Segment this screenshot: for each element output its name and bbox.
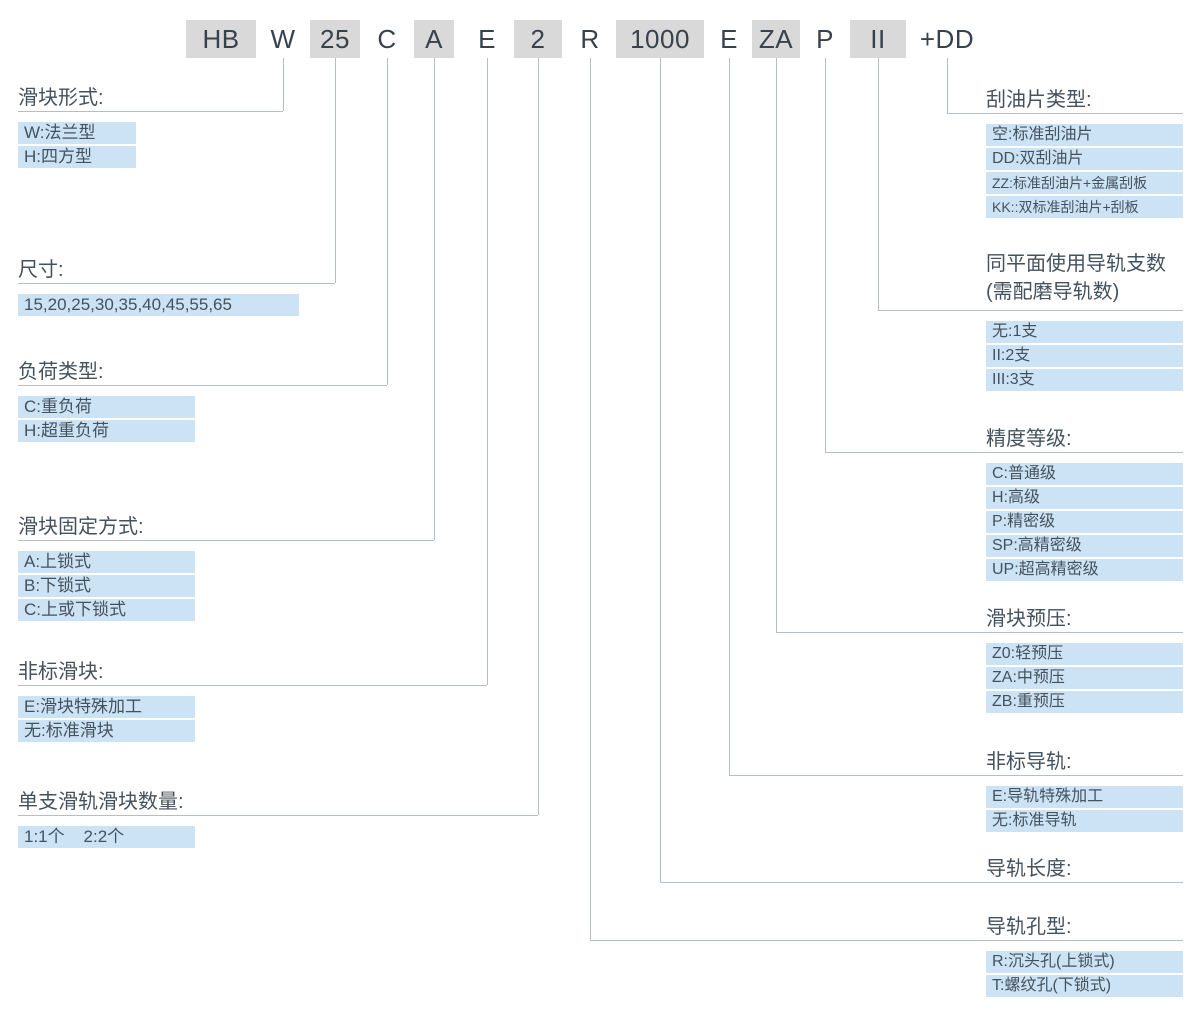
- section-title: 非标滑块:: [18, 661, 104, 683]
- code-segment-preload: ZA: [752, 20, 800, 58]
- connector-hline-nonstd-rail: [729, 775, 1183, 776]
- section-title-line-2: (需配磨导轨数): [986, 281, 1120, 303]
- option-item: ZB:重预压: [986, 691, 1183, 713]
- option-item: 空:标准刮油片: [986, 124, 1183, 146]
- connector-hline-slider-form: [18, 111, 283, 112]
- option-item: 无:标准滑块: [18, 720, 195, 742]
- connector-vline-size: [335, 58, 336, 283]
- option-item: A:上锁式: [18, 551, 195, 573]
- section-title: 刮油片类型:: [986, 89, 1092, 111]
- connector-hline-slider-count: [18, 815, 538, 816]
- option-item: P:精密级: [986, 511, 1183, 533]
- option-item: E:滑块特殊加工: [18, 696, 195, 718]
- connector-vline-slider-form: [283, 58, 284, 111]
- connector-hline-hole-type: [590, 940, 1183, 941]
- option-item: B:下锁式: [18, 575, 195, 597]
- section-title: 滑块固定方式:: [18, 516, 144, 538]
- code-segment-wiper: +DD: [919, 23, 975, 54]
- option-item: C:上或下锁式: [18, 599, 195, 621]
- connector-hline-wiper: [947, 113, 1183, 114]
- connector-hline-nonstd-slider: [18, 685, 487, 686]
- option-item: III:3支: [986, 369, 1183, 391]
- section-slider-count: 单支滑轨滑块数量: 1:1个 2:2个: [18, 790, 195, 850]
- option-item: 15,20,25,30,35,40,45,55,65: [18, 294, 299, 316]
- section-slider-fixing: 滑块固定方式: A:上锁式 B:下锁式 C:上或下锁式: [18, 515, 195, 623]
- option-item: SP:高精密级: [986, 535, 1183, 557]
- section-title: 负荷类型:: [18, 361, 104, 383]
- connector-hline-preload: [776, 632, 1183, 633]
- connector-vline-rail-length: [660, 58, 661, 882]
- section-nonstandard-rail: 非标导轨: E:导轨特殊加工 无:标准导轨: [986, 750, 1183, 834]
- option-item: UP:超高精密级: [986, 559, 1183, 581]
- connector-hline-size: [18, 283, 335, 284]
- option-item: KK::双标准刮油片+刮板: [986, 196, 1183, 218]
- connector-hline-fixing: [18, 540, 434, 541]
- section-nonstandard-slider: 非标滑块: E:滑块特殊加工 无:标准滑块: [18, 660, 195, 744]
- code-segment-slider-count: 2: [514, 20, 562, 58]
- connector-vline-hole-type: [590, 58, 591, 940]
- code-segment-nonstd-rail: E: [720, 23, 738, 54]
- section-title: 尺寸:: [18, 259, 64, 281]
- code-segment-rail-count: II: [850, 20, 906, 58]
- option-item: C:普通级: [986, 463, 1183, 485]
- section-title: 同平面使用导轨支数 (需配磨导轨数): [986, 250, 1183, 306]
- section-rail-length: 导轨长度:: [986, 857, 1183, 893]
- option-item: II:2支: [986, 345, 1183, 367]
- option-item: Z0:轻预压: [986, 643, 1183, 665]
- connector-hline-rail-length: [660, 882, 1183, 883]
- option-item: 无:1支: [986, 321, 1183, 343]
- code-segment-rail-length: 1000: [616, 20, 704, 58]
- code-segment-series: HB: [186, 20, 256, 58]
- connector-vline-fixing: [434, 58, 435, 540]
- connector-vline-precision: [825, 58, 826, 452]
- option-item: 无:标准导轨: [986, 810, 1183, 832]
- option-item: ZA:中预压: [986, 667, 1183, 689]
- option-item: E:导轨特殊加工: [986, 786, 1183, 808]
- section-wiper-type: 刮油片类型: 空:标准刮油片 DD:双刮油片 ZZ:标准刮油片+金属刮板 KK:…: [986, 88, 1183, 220]
- connector-vline-preload: [776, 58, 777, 632]
- section-title: 导轨孔型:: [986, 916, 1072, 938]
- connector-vline-load-type: [387, 58, 388, 385]
- connector-vline-rail-count: [878, 58, 879, 310]
- code-segment-fixing: A: [414, 20, 454, 58]
- section-rail-count: 同平面使用导轨支数 (需配磨导轨数) 无:1支 II:2支 III:3支: [986, 250, 1183, 393]
- option-item: ZZ:标准刮油片+金属刮板: [986, 172, 1183, 194]
- option-item: 1:1个 2:2个: [18, 826, 195, 848]
- connector-vline-wiper: [947, 58, 948, 113]
- section-title: 单支滑轨滑块数量:: [18, 791, 184, 813]
- code-segment-precision: P: [816, 23, 834, 54]
- section-slider-form: 滑块形式: W:法兰型 H:四方型: [18, 86, 136, 170]
- section-title: 滑块形式:: [18, 87, 104, 109]
- section-title-line-1: 同平面使用导轨支数: [986, 253, 1166, 275]
- option-item: H:超重负荷: [18, 420, 195, 442]
- connector-vline-nonstd-rail: [729, 58, 730, 775]
- option-item: C:重负荷: [18, 396, 195, 418]
- connector-hline-load-type: [18, 385, 387, 386]
- section-title: 非标导轨:: [986, 751, 1072, 773]
- connector-hline-rail-count: [878, 310, 1183, 311]
- section-title: 精度等级:: [986, 428, 1072, 450]
- code-segment-slider-form: W: [270, 23, 296, 54]
- option-item: H:四方型: [18, 146, 136, 168]
- option-item: DD:双刮油片: [986, 148, 1183, 170]
- section-title: 导轨长度:: [986, 858, 1072, 880]
- connector-hline-precision: [825, 452, 1183, 453]
- code-segment-load-type: C: [377, 23, 397, 54]
- option-item: H:高级: [986, 487, 1183, 509]
- option-item: T:螺纹孔(下锁式): [986, 975, 1183, 997]
- code-segment-nonstd-slider: E: [478, 23, 496, 54]
- option-item: R:沉头孔(上锁式): [986, 951, 1183, 973]
- code-segment-size: 25: [310, 20, 360, 58]
- option-item: W:法兰型: [18, 122, 136, 144]
- section-load-type: 负荷类型: C:重负荷 H:超重负荷: [18, 360, 195, 444]
- code-segment-hole-type: R: [580, 23, 600, 54]
- section-rail-hole-type: 导轨孔型: R:沉头孔(上锁式) T:螺纹孔(下锁式): [986, 915, 1183, 999]
- connector-vline-nonstd-slider: [487, 58, 488, 685]
- section-title: 滑块预压:: [986, 608, 1072, 630]
- connector-vline-slider-count: [538, 58, 539, 815]
- section-precision-grade: 精度等级: C:普通级 H:高级 P:精密级 SP:高精密级 UP:超高精密级: [986, 427, 1183, 583]
- section-size: 尺寸: 15,20,25,30,35,40,45,55,65: [18, 258, 299, 318]
- section-preload: 滑块预压: Z0:轻预压 ZA:中预压 ZB:重预压: [986, 607, 1183, 715]
